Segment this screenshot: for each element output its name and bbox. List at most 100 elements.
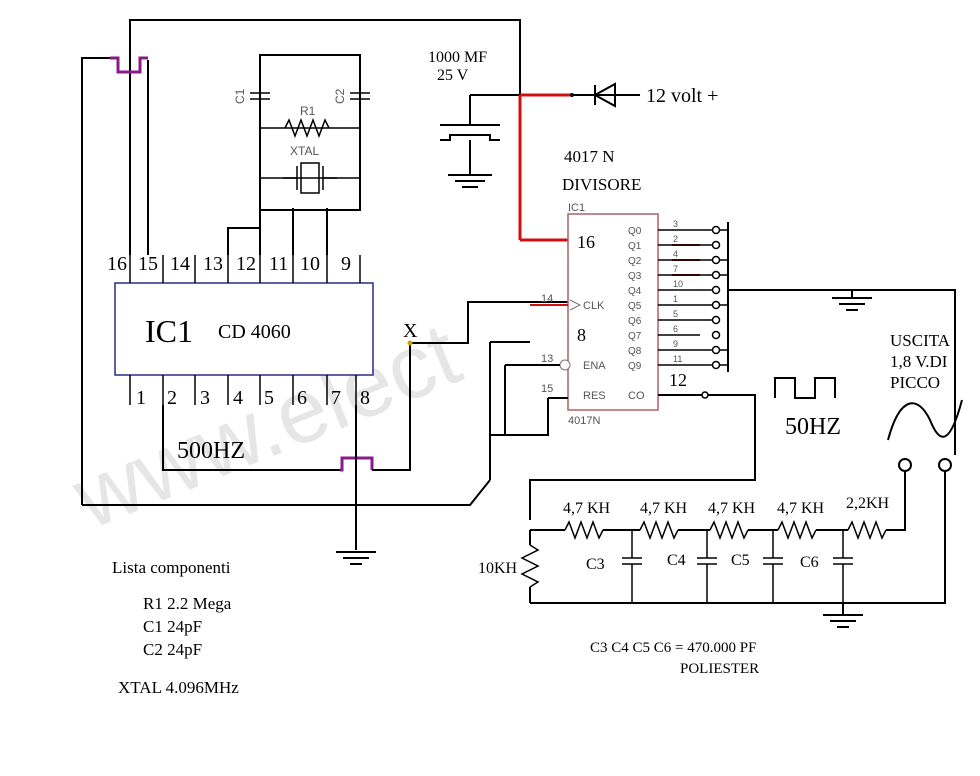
q3-pin: 7 bbox=[673, 264, 678, 274]
q1-pin: 2 bbox=[673, 234, 678, 244]
ic-4017-body bbox=[567, 213, 659, 411]
cap-main-value: 1000 MF bbox=[428, 49, 487, 66]
ic-4017-part: 4017N bbox=[568, 415, 600, 427]
component-c1: C1 24pF bbox=[143, 617, 202, 636]
ic-4060-pin-5: 5 bbox=[264, 387, 274, 409]
ic-4060-part: CD 4060 bbox=[218, 321, 291, 343]
ic-4060-pin-16: 16 bbox=[107, 253, 127, 275]
q2-pin: 4 bbox=[673, 249, 678, 259]
output-label-3: PICCO bbox=[890, 373, 940, 392]
ic-4017-control-wiring bbox=[489, 341, 756, 520]
q5-pin: 1 bbox=[673, 294, 678, 304]
q7-label: Q7 bbox=[628, 331, 642, 342]
ground-right-icon bbox=[832, 290, 872, 311]
freq-50-label: 50HZ bbox=[785, 414, 841, 440]
x-junction-dot bbox=[407, 340, 413, 346]
ic-4017-res-pin: 15 bbox=[541, 383, 553, 395]
ic-4017-subtitle: DIVISORE bbox=[562, 175, 641, 194]
ic-4017-ena-label: ENA bbox=[583, 360, 606, 372]
oscillator-network bbox=[250, 55, 370, 210]
filter-r2: 4,7 KH bbox=[640, 500, 688, 517]
q4-pin: 10 bbox=[673, 279, 683, 289]
ic-4017-pin12: 12 bbox=[669, 370, 687, 390]
q0-label: Q0 bbox=[628, 226, 642, 237]
q6-pin: 5 bbox=[673, 309, 678, 319]
filter-r4: 4,7 KH bbox=[777, 500, 825, 517]
ic-4017-co-label: CO bbox=[628, 390, 645, 402]
capacitor-1000uf bbox=[440, 124, 500, 188]
ic-4060-top-pins bbox=[129, 255, 361, 283]
ground-icon bbox=[336, 551, 376, 565]
ena-inversion-icon bbox=[559, 359, 571, 371]
ic-4017-pin16: 16 bbox=[577, 232, 595, 252]
ic-4060-pin-6: 6 bbox=[297, 387, 307, 409]
ic-4060-pin-11: 11 bbox=[269, 253, 288, 275]
oscillator-labels: C1 C2 R1 XTAL bbox=[233, 88, 347, 158]
q4-label: Q4 bbox=[628, 286, 642, 297]
filter-r3: 4,7 KH bbox=[708, 500, 756, 517]
ic-4060-pin-15: 15 bbox=[138, 253, 158, 275]
filter-r-load: 10KH bbox=[478, 560, 518, 577]
cap-main-voltage: 25 V bbox=[437, 67, 469, 84]
supply-rail bbox=[129, 19, 572, 255]
ic-4060-pin-13: 13 bbox=[203, 253, 223, 275]
output-label-1: USCITA bbox=[890, 331, 951, 350]
ic-4017-clk-label: CLK bbox=[583, 300, 605, 312]
ic-4060-pin-4: 4 bbox=[233, 387, 243, 409]
components-title: Lista componenti bbox=[112, 558, 231, 577]
ic-4060-name: IC1 bbox=[145, 313, 193, 349]
ic-4017-ena-pin: 13 bbox=[541, 353, 553, 365]
supply-label: 12 volt + bbox=[646, 85, 718, 107]
sine-wave-icon bbox=[887, 399, 963, 441]
filter-cap-note: C3 C4 C5 C6 = 470.000 PF bbox=[590, 640, 756, 656]
q7-pin: 6 bbox=[673, 324, 678, 334]
filter-cap-type: POLIESTER bbox=[680, 661, 759, 677]
components-list: Lista componenti R1 2.2 Mega C1 24pF C2 … bbox=[112, 558, 239, 697]
q6-label: Q6 bbox=[628, 316, 642, 327]
supply-diode-icon bbox=[570, 82, 640, 108]
ic-4017-clk-pin: 14 bbox=[541, 293, 553, 305]
output-terminal-1 bbox=[898, 458, 912, 472]
q8-label: Q8 bbox=[628, 346, 642, 357]
filter-r5: 2,2KH bbox=[846, 495, 890, 512]
ic-4060-pin-7: 7 bbox=[331, 387, 341, 409]
filter-c3: C3 bbox=[586, 556, 605, 573]
filter-c5: C5 bbox=[731, 552, 750, 569]
c1-label: C1 bbox=[233, 88, 247, 104]
ic-4017-outputs: Q0 Q1 Q2 Q3 Q4 Q5 Q6 Q7 Q8 Q9 3 2 4 7 10… bbox=[628, 219, 683, 372]
ic-4060-pin-14: 14 bbox=[170, 253, 190, 275]
ic-4060-pin-12: 12 bbox=[236, 253, 256, 275]
ic-4060-pin-2: 2 bbox=[167, 387, 177, 409]
output-label-2: 1,8 V.DI bbox=[890, 352, 948, 371]
ic-4017-title: 4017 N bbox=[564, 147, 615, 166]
rc-filter bbox=[520, 471, 946, 628]
ic-4017-ref: IC1 bbox=[568, 202, 585, 214]
ic-4060-pin-1: 1 bbox=[136, 387, 146, 409]
q0-pin: 3 bbox=[673, 219, 678, 229]
q9-label: Q9 bbox=[628, 361, 642, 372]
q8-pin: 9 bbox=[673, 339, 678, 349]
component-c2: C2 24pF bbox=[143, 640, 202, 659]
q5-label: Q5 bbox=[628, 301, 642, 312]
q9-pin: 11 bbox=[673, 354, 682, 364]
ic-4060-x-mark: X bbox=[403, 320, 418, 342]
ic-4060-pin-10: 10 bbox=[300, 253, 320, 275]
ic-4060-bottom-pins bbox=[129, 375, 357, 405]
component-xtal: XTAL 4.096MHz bbox=[118, 678, 239, 697]
freq-500-label: 500HZ bbox=[177, 438, 245, 464]
q1-label: Q1 bbox=[628, 241, 642, 252]
ic-4017-res-label: RES bbox=[583, 390, 606, 402]
ic-4017-pin8: 8 bbox=[577, 325, 586, 345]
q-output-wires bbox=[658, 222, 956, 455]
ic-4060-pin-8: 8 bbox=[360, 387, 370, 409]
q3-label: Q3 bbox=[628, 271, 642, 282]
filter-c4: C4 bbox=[667, 552, 686, 569]
filter-c6: C6 bbox=[800, 554, 819, 571]
ic-4060-pin-9: 9 bbox=[341, 253, 351, 275]
ic-4060-pin-3: 3 bbox=[200, 387, 210, 409]
ic-4060-body bbox=[114, 282, 374, 376]
filter-r1: 4,7 KH bbox=[563, 500, 611, 517]
xtal-label: XTAL bbox=[290, 144, 319, 158]
output-terminal-2 bbox=[938, 458, 952, 472]
